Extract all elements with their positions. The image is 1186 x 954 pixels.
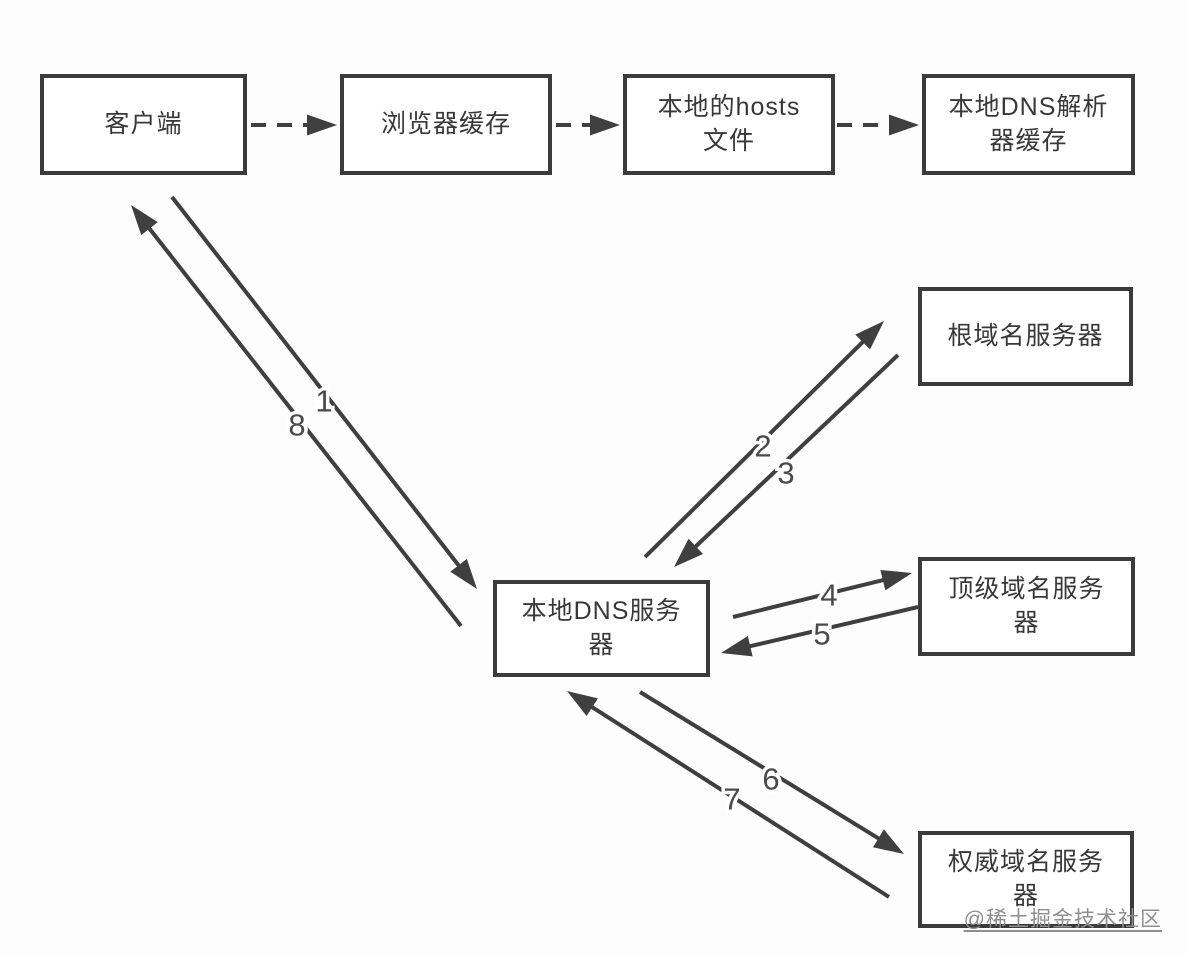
edge-label-1: 1 bbox=[315, 384, 332, 419]
edge-step-4: 4 bbox=[732, 569, 912, 619]
node-resolver-cache: 本地DNS解析 器缓存 bbox=[922, 74, 1135, 175]
node-client: 客户端 bbox=[40, 74, 247, 175]
edge-label-3: 3 bbox=[777, 456, 794, 491]
arrowhead-icon bbox=[880, 569, 912, 591]
edge-step-7: 7 bbox=[567, 691, 891, 899]
edge-check-browser-cache bbox=[251, 114, 337, 136]
edge-check-hosts-file bbox=[556, 114, 620, 136]
edge-line bbox=[587, 703, 891, 899]
node-label: 器缓存 bbox=[989, 126, 1068, 155]
arrowhead-icon bbox=[889, 114, 919, 136]
node-label: 本地DNS服务 bbox=[521, 596, 682, 625]
node-label: 器 bbox=[588, 630, 615, 659]
edge-label-4: 4 bbox=[820, 578, 837, 613]
arrowhead-icon bbox=[674, 538, 704, 567]
edge-step-1: 1 bbox=[170, 195, 477, 589]
node-label: 顶级域名服务 bbox=[948, 574, 1105, 603]
watermark: @稀土掘金技术社区 bbox=[963, 908, 1162, 931]
edge-line bbox=[145, 224, 463, 628]
node-label: 客户端 bbox=[104, 109, 183, 138]
node-label: 本地的hosts bbox=[657, 92, 801, 121]
edge-step-8: 8 bbox=[131, 205, 463, 628]
node-local-dns-server: 本地DNS服务 器 bbox=[493, 580, 710, 677]
node-browser-cache: 浏览器缓存 bbox=[340, 74, 552, 175]
node-label: 器 bbox=[1013, 608, 1040, 637]
edge-label-8: 8 bbox=[288, 408, 305, 443]
edge-label-5: 5 bbox=[813, 617, 830, 652]
edge-step-5: 5 bbox=[721, 605, 919, 657]
edge-label-6: 6 bbox=[762, 762, 779, 797]
arrowhead-icon bbox=[590, 114, 620, 136]
node-label: 文件 bbox=[702, 126, 755, 155]
node-hosts-file: 本地的hosts 文件 bbox=[623, 74, 835, 175]
edge-line bbox=[691, 353, 900, 551]
arrowhead-icon bbox=[721, 635, 753, 657]
arrowhead-icon bbox=[131, 205, 158, 236]
edge-step-3: 3 bbox=[674, 353, 900, 567]
edge-line bbox=[732, 577, 888, 619]
edge-line bbox=[643, 337, 867, 559]
edge-line bbox=[638, 690, 883, 843]
edge-label-7: 7 bbox=[723, 782, 740, 817]
edge-step-6: 6 bbox=[638, 690, 904, 854]
edge-step-2: 2 bbox=[643, 321, 884, 559]
arrowhead-icon bbox=[450, 558, 477, 589]
node-root-server: 根域名服务器 bbox=[918, 287, 1133, 386]
node-auth-server: 权威域名服务 器 bbox=[918, 831, 1134, 928]
node-label: 根域名服务器 bbox=[947, 321, 1104, 350]
arrowhead-icon bbox=[872, 829, 904, 854]
edge-line bbox=[170, 195, 463, 570]
node-label: 浏览器缓存 bbox=[380, 109, 511, 138]
edge-line bbox=[745, 605, 919, 650]
node-label: 本地DNS解析 bbox=[948, 92, 1109, 121]
edge-label-2: 2 bbox=[754, 429, 771, 464]
node-label: 器 bbox=[1012, 881, 1039, 910]
arrowhead-icon bbox=[567, 691, 598, 717]
arrowhead-icon bbox=[307, 114, 337, 136]
edge-check-resolver-cache bbox=[837, 114, 919, 136]
node-tld-server: 顶级域名服务 器 bbox=[918, 557, 1135, 656]
node-label: 权威域名服务 bbox=[947, 847, 1104, 876]
arrowhead-icon bbox=[855, 321, 884, 350]
